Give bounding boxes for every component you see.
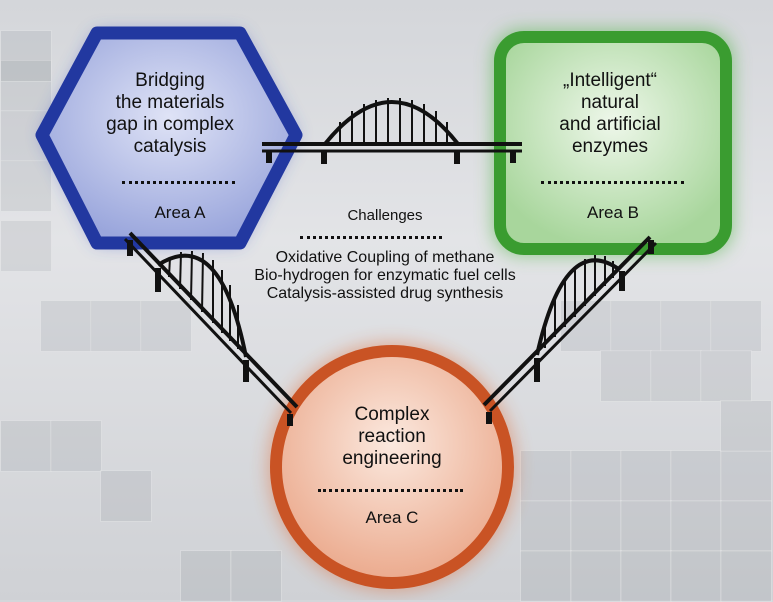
area-c-title: Complex reaction engineering [317, 404, 467, 470]
challenges-divider [300, 236, 442, 239]
challenge-item: Catalysis-assisted drug synthesis [215, 285, 555, 303]
area-a-divider [122, 181, 235, 184]
challenges-title: Challenges [215, 207, 555, 224]
challenge-item: Bio-hydrogen for enzymatic fuel cells [215, 267, 555, 285]
challenges-list: Oxidative Coupling of methane Bio-hydrog… [215, 249, 555, 303]
challenge-item: Oxidative Coupling of methane [215, 249, 555, 267]
area-c-label: Area C [332, 508, 452, 528]
area-b-divider [541, 181, 684, 184]
area-c-divider [318, 489, 463, 492]
area-a-title: Bridging the materials gap in complex ca… [95, 70, 245, 158]
area-b-title: „Intelligent“ natural and artificial enz… [535, 70, 685, 158]
area-b-label: Area B [553, 203, 673, 223]
